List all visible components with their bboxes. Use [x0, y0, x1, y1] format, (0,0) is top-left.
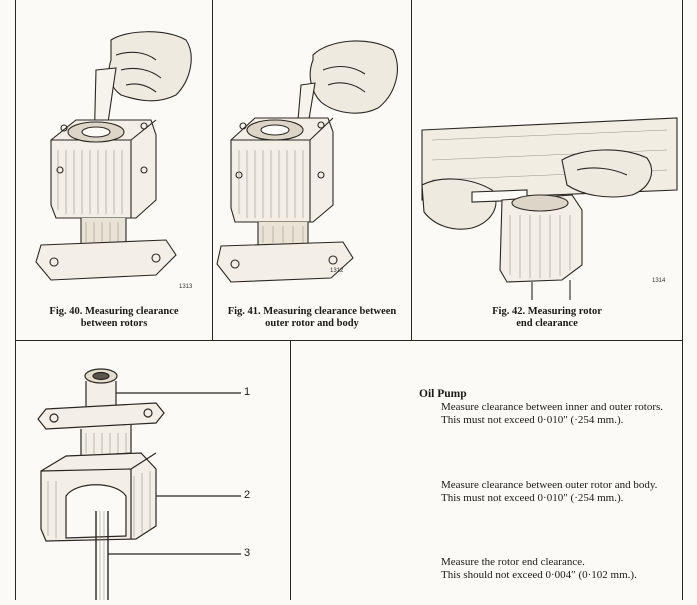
fig42-caption-line2: end clearance: [516, 318, 578, 329]
fig42-caption: Fig. 42. Measuring rotor end clearance: [412, 306, 682, 330]
callout-2: 2: [244, 489, 251, 501]
oil-pump-para-3: Measure the rotor end clearance. This sh…: [419, 556, 681, 581]
fig40-caption-line2: between rotors: [80, 318, 148, 329]
figure-42: 1314 Fig. 42. Measuring rotor end cleara…: [412, 0, 682, 340]
frame-row-divider: [15, 340, 683, 341]
oil-pump-para-2-line1: Measure clearance between outer rotor an…: [441, 479, 658, 491]
fig41-plate-number: 1312: [330, 268, 344, 274]
oil-pump-para-3-line1: Measure the rotor end clearance.: [441, 556, 585, 568]
fig41-illustration: [216, 40, 398, 283]
oil-pump-para-1-line2: This must not exceed 0·010″ (·254 mm.).: [441, 413, 624, 426]
frame-divider-2: [411, 0, 412, 340]
fig41-caption-line1: Fig. 41. Measuring clearance between: [227, 306, 397, 317]
oil-pump-heading: Oil Pump: [419, 388, 467, 400]
fig42-caption-line1: Fig. 42. Measuring rotor: [492, 306, 602, 317]
oil-pump-para-2: Measure clearance between outer rotor an…: [419, 479, 681, 504]
frame-right-border: [682, 0, 683, 600]
frame-divider-1: [212, 0, 213, 340]
oil-pump-para-2-line2: This must not exceed 0·010″ (·254 mm.).: [441, 491, 624, 504]
oil-pump-para-1-line1: Measure clearance between inner and oute…: [441, 401, 664, 413]
fig40-caption: Fig. 40. Measuring clearance between rot…: [16, 306, 212, 330]
oil-pump-diagram: 1 2 3: [16, 341, 290, 600]
fig42-illustration: [421, 117, 678, 300]
oil-pump-para-1: Measure clearance between inner and oute…: [419, 401, 681, 426]
figure-40: 1313 Fig. 40. Measuring clearance betwee…: [16, 0, 212, 340]
frame-left-border: [15, 0, 16, 600]
oil-pump-para-3-line2: This should not exceed 0·004″ (0·102 mm.…: [441, 568, 637, 581]
fig40-caption-line1: Fig. 40. Measuring clearance: [49, 306, 179, 317]
fig40-illustration: [35, 31, 192, 281]
frame-divider-lower: [290, 340, 291, 600]
callout-1: 1: [244, 386, 251, 398]
fig42-plate-number: 1314: [652, 278, 666, 284]
fig40-plate-number: 1313: [179, 284, 193, 290]
callout-3: 3: [244, 547, 251, 559]
fig41-caption-line2: outer rotor and body: [265, 318, 359, 329]
fig41-caption: Fig. 41. Measuring clearance between out…: [213, 306, 411, 330]
figure-41: 1312 Fig. 41. Measuring clearance betwee…: [213, 0, 411, 340]
oil-pump-cutaway-illustration: [37, 368, 241, 600]
